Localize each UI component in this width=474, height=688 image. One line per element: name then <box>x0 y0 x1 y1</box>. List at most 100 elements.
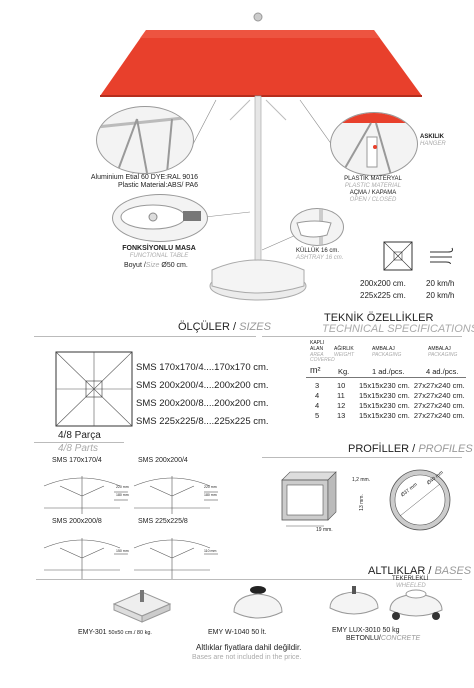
size-item-2: SMS 200x200/4....200x200 cm. <box>136 380 269 391</box>
model-dim: 180 mm <box>116 493 129 497</box>
frame-detail-image <box>96 106 194 174</box>
spec-rule <box>262 336 462 337</box>
spec-h-weight: AĞIRLIK <box>334 346 354 352</box>
wind-size-2: 225x225 cm. <box>360 291 406 300</box>
model-b-section <box>133 476 218 514</box>
bases-title: ALTLIKLAR / <box>368 565 432 577</box>
spec-h-pack-en: PACKAGING <box>372 352 402 358</box>
spec-h-area-2: ALAN <box>310 346 324 352</box>
model-dim: 150 mm <box>116 549 129 553</box>
wind-icon <box>430 247 453 264</box>
spec-cell: 4 <box>315 390 320 400</box>
profiles-heading: PROFİLLER / PROFILES <box>348 444 473 455</box>
base-emylux-material-tr: BETONLU/ <box>346 635 381 642</box>
bases-title-en: BASES <box>434 565 472 577</box>
open-label: AÇMA / KAPAMA <box>349 190 397 196</box>
profiles-title-en: PROFILES <box>418 443 473 455</box>
round-profile-diagram <box>389 469 451 531</box>
model-dim: 180 mm <box>204 493 217 497</box>
model-d-label: SMS 225x225/8 <box>138 518 188 525</box>
model-sections-diagram <box>43 476 218 580</box>
profiles-title: PROFİLLER / <box>348 443 416 455</box>
model-dim: 110 mm <box>204 549 217 553</box>
wheeled-label: TEKERLEKLİ <box>392 576 429 582</box>
spec-cell: 13 <box>337 410 346 420</box>
canopy-topview-icon <box>383 241 413 271</box>
table-size-label: Boyut / <box>124 262 146 269</box>
parts-rule <box>34 442 124 443</box>
bases-note: Altlıklar fiyatlara dahil değildir. <box>196 643 302 652</box>
table-row: 5 13 15x15x230 cm.27x27x240 cm. <box>313 410 467 420</box>
plastic-label-en: PLASTIC MATERIAL <box>344 183 402 189</box>
spec-cell: 27x27x240 cm. <box>413 390 465 400</box>
spec-u-pack2: 4 ad./pcs. <box>426 367 459 376</box>
wheeled-label-en: WHEELED <box>396 583 426 589</box>
umbrella-canopy <box>100 12 422 97</box>
spec-u-pack1: 1 ad./pcs. <box>372 367 405 376</box>
spec-header-rule <box>306 377 466 378</box>
spec-cell: 4 <box>315 400 320 410</box>
plastic-label: PLASTİK MATERYAL <box>344 176 402 182</box>
open-label-en: OPEN / CLOSED <box>349 197 397 203</box>
base-emylux-label: EMY LUX-3010 50 kg <box>332 627 400 634</box>
model-c-section <box>43 538 128 580</box>
spec-cell: 27x27x240 cm. <box>413 380 465 390</box>
spec-h-area-en-1: AREA <box>310 352 324 358</box>
profile-dim-thickness: 1,2 mm. <box>352 477 371 483</box>
parts-label: 4/8 Parça <box>58 430 101 441</box>
spec-cell: 27x27x240 cm. <box>413 410 465 420</box>
umbrella-pole <box>229 95 287 267</box>
model-d-section <box>133 538 218 580</box>
table-row: 4 11 15x15x230 cm.27x27x240 cm. <box>313 390 467 400</box>
spec-cell: 12 <box>337 400 346 410</box>
square-profile-diagram <box>281 471 337 527</box>
table-size-en: Size <box>145 262 160 269</box>
ashtray-label-en: ASHTRAY 16 cm. <box>296 255 344 261</box>
frame-material-line2: Plastic Material:ABS/ PA6 <box>117 182 198 189</box>
profile-dim-height: 13 mm. <box>358 494 365 511</box>
spec-cell: 15x15x230 cm. <box>359 390 410 400</box>
spec-cell: 3 <box>315 380 320 390</box>
hanger-label-en: HANGER <box>420 141 446 147</box>
table-size: Boyut /Size Ø50 cm. <box>124 262 188 269</box>
model-a-section <box>43 476 128 514</box>
spec-cell: 10 <box>337 380 346 390</box>
functional-table-image <box>112 194 208 242</box>
spec-cell: 27x27x240 cm. <box>413 400 465 410</box>
hanger-label: ASKILIK <box>420 134 444 140</box>
base-emylux-material: BETONLU/CONCRETE <box>346 635 420 642</box>
bases-heading: ALTLIKLAR / BASES <box>368 566 471 577</box>
parts-label-en: 4/8 Parts <box>58 443 99 454</box>
hanger-detail-image <box>330 112 418 176</box>
size-item-1: SMS 170x170/4....170x170 cm. <box>136 362 269 373</box>
model-a-label: SMS 170x170/4 <box>52 457 102 464</box>
frame-material-line1: Aluminium Etial 60 DYE:RAL 9016 <box>90 174 198 181</box>
spec-cell: 11 <box>337 390 345 400</box>
table-row: 3 10 15x15x230 cm.27x27x240 cm. <box>313 380 467 390</box>
spec-u-area: m² <box>310 365 321 375</box>
base-emy301-name: EMY-301 <box>78 629 107 636</box>
spec-cell: 5 <box>315 410 320 420</box>
base-emyw1040-label: EMY W-1040 50 lt. <box>208 629 267 636</box>
spec-h-area-en-2: COVERED <box>310 357 335 363</box>
wind-speed-2: 20 km/h <box>426 291 455 300</box>
spec-cell: 15x15x230 cm. <box>359 410 410 420</box>
profile-dim-width: 19 mm. <box>316 527 333 533</box>
spec-h-pack: AMBALAJ <box>372 346 395 352</box>
umbrella-base <box>209 259 307 301</box>
spec-h-pack2: AMBALAJ <box>428 346 451 352</box>
sizes-title-en: SIZES <box>239 321 271 333</box>
size-item-3: SMS 200x200/8....200x200 cm. <box>136 398 269 409</box>
spec-h-weight-en: WEIGHT <box>334 352 354 358</box>
bases-rule <box>36 579 462 580</box>
profiles-rule <box>262 457 462 458</box>
ashtray-label: KÜLLÜK 16 cm. <box>296 248 340 254</box>
spec-u-weight: Kg. <box>338 367 350 376</box>
base-emy301-image <box>112 590 172 623</box>
base-emylux-material-en: CONCRETE <box>380 635 421 642</box>
table-label-en: FUNCTIONAL TABLE <box>129 253 189 259</box>
model-dim: 220 mm <box>116 485 129 489</box>
spec-cell: 15x15x230 cm. <box>359 380 410 390</box>
